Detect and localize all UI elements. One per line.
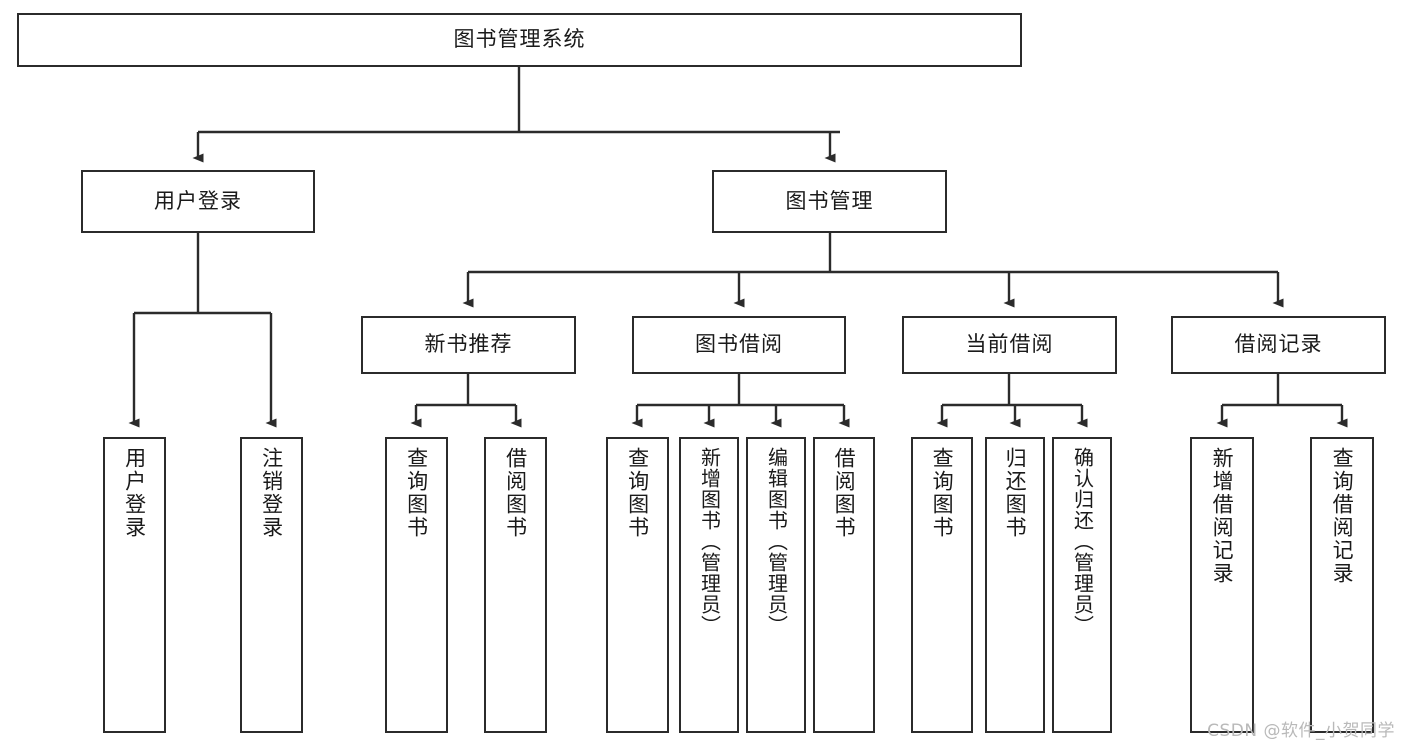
node-current-borrow[interactable]: 当前借阅 [902, 316, 1117, 374]
node-borrow-record[interactable]: 借阅记录 [1171, 316, 1386, 374]
leaf-add-book-admin[interactable]: 新增图书（管理员） [679, 437, 739, 733]
leaf-return-book[interactable]: 归还图书 [985, 437, 1045, 733]
leaf-query-book-current[interactable]: 查询图书 [911, 437, 973, 733]
leaf-user-logout[interactable]: 注销登录 [240, 437, 303, 733]
leaf-confirm-return-admin[interactable]: 确认归还（管理员） [1052, 437, 1112, 733]
leaf-query-book-borrow[interactable]: 查询图书 [606, 437, 669, 733]
leaf-borrow-book[interactable]: 借阅图书 [813, 437, 875, 733]
leaf-user-login[interactable]: 用户登录 [103, 437, 166, 733]
leaf-query-borrow-record[interactable]: 查询借阅记录 [1310, 437, 1374, 733]
node-new-book-recommend[interactable]: 新书推荐 [361, 316, 576, 374]
leaf-add-borrow-record[interactable]: 新增借阅记录 [1190, 437, 1254, 733]
node-book-management[interactable]: 图书管理 [712, 170, 947, 233]
csdn-watermark: CSDN @软件_小贺同学 [1207, 721, 1395, 741]
leaf-borrow-book-recommend[interactable]: 借阅图书 [484, 437, 547, 733]
leaf-query-book-recommend[interactable]: 查询图书 [385, 437, 448, 733]
node-root-system[interactable]: 图书管理系统 [17, 13, 1022, 67]
leaf-edit-book-admin[interactable]: 编辑图书（管理员） [746, 437, 806, 733]
node-user-login[interactable]: 用户登录 [81, 170, 315, 233]
node-book-borrow[interactable]: 图书借阅 [632, 316, 846, 374]
